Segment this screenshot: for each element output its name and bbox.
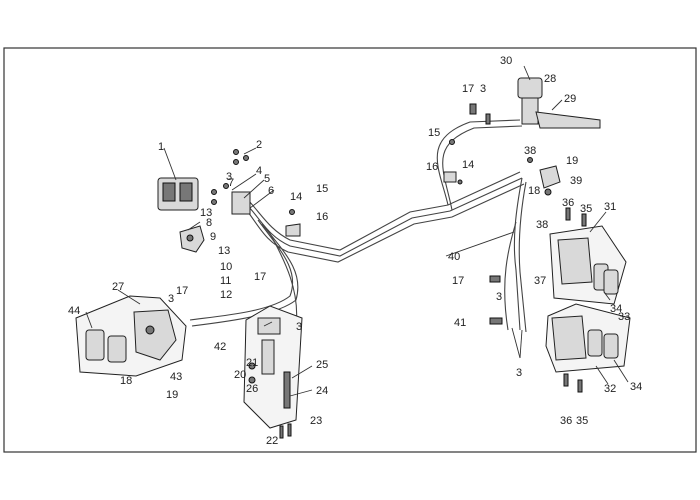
- callout: 19: [566, 155, 578, 167]
- rear-caliper-assembly: [75, 295, 187, 377]
- front-caliper-lower: [545, 303, 631, 373]
- callout: 16: [316, 211, 328, 223]
- callout: 37: [534, 275, 546, 287]
- callout: 42: [214, 341, 226, 353]
- callout: 13: [200, 207, 212, 219]
- right-clamps: [443, 139, 463, 185]
- callout: 7: [228, 177, 234, 189]
- callout: 33: [618, 311, 630, 323]
- callout: 18: [528, 185, 540, 197]
- callout: 29: [564, 93, 576, 105]
- callout: 24: [316, 385, 328, 397]
- callout: 36: [562, 197, 574, 209]
- callout: 38: [536, 219, 548, 231]
- callout: 43: [170, 371, 182, 383]
- callout: 20: [234, 369, 246, 381]
- brake-lines: [189, 119, 527, 333]
- callout: 35: [580, 203, 592, 215]
- callout-labels: 1 2 3 4 5 6 7 13 8 9 13 10 11 12 14 15 1…: [68, 55, 642, 447]
- callout: 36: [560, 415, 572, 427]
- leader-lines: [85, 65, 629, 397]
- diagram-frame: [3, 47, 697, 453]
- callout: 27: [112, 281, 124, 293]
- callout: 38: [524, 145, 536, 157]
- callout: 14: [462, 159, 474, 171]
- callout: 17: [254, 271, 266, 283]
- callout: 30: [500, 55, 512, 67]
- callout: 17: [176, 285, 188, 297]
- callout: 13: [218, 245, 230, 257]
- front-master-cylinder: [469, 77, 601, 129]
- callout: 26: [246, 383, 258, 395]
- callout: 15: [428, 127, 440, 139]
- callout: 17: [462, 83, 474, 95]
- callout: 18: [120, 375, 132, 387]
- abs-module: [157, 177, 199, 211]
- callout: 3: [226, 171, 232, 183]
- callout: 31: [604, 201, 616, 213]
- junction-fittings: [211, 183, 251, 215]
- callout: 1: [158, 141, 164, 153]
- abs-bracket: [179, 225, 205, 253]
- callout: 11: [220, 275, 231, 287]
- callout: 44: [68, 305, 80, 317]
- callout: 35: [576, 415, 588, 427]
- callout: 23: [310, 415, 322, 427]
- splitter-bracket: [527, 157, 561, 196]
- callout: 2: [256, 139, 262, 151]
- callout: 3: [496, 291, 502, 303]
- callout: 9: [210, 231, 216, 243]
- callout: 39: [570, 175, 582, 187]
- callout: 15: [316, 183, 328, 195]
- callout: 3: [168, 293, 174, 305]
- callout: 28: [544, 73, 556, 85]
- callout: 32: [604, 383, 616, 395]
- bleeder-screws: [563, 207, 587, 393]
- callout: 10: [220, 261, 232, 273]
- callout: 3: [296, 321, 302, 333]
- bolts-22: [279, 423, 292, 439]
- callout: 6: [268, 185, 274, 197]
- callout: 16: [426, 161, 438, 173]
- callout: 34: [610, 303, 622, 315]
- callout: 40: [448, 251, 460, 263]
- callout: 14: [290, 191, 302, 203]
- rear-master-cylinder: [243, 305, 303, 429]
- callout: 34: [630, 381, 642, 393]
- callout: 5: [264, 173, 270, 185]
- callout: 12: [220, 289, 232, 301]
- front-caliper-upper: [549, 225, 627, 305]
- right-fittings: [489, 275, 503, 325]
- callout: 41: [454, 317, 466, 329]
- callout: 25: [316, 359, 328, 371]
- callout: 21: [246, 357, 258, 369]
- bolts-2: [233, 149, 249, 165]
- callout: 19: [166, 389, 178, 401]
- callout: 22: [266, 435, 278, 447]
- callout: 3: [516, 367, 522, 379]
- callout: 4: [256, 165, 262, 177]
- center-clamps: [285, 209, 301, 237]
- callout: 8: [206, 217, 212, 229]
- callout: 3: [480, 83, 486, 95]
- callout: 17: [452, 275, 464, 287]
